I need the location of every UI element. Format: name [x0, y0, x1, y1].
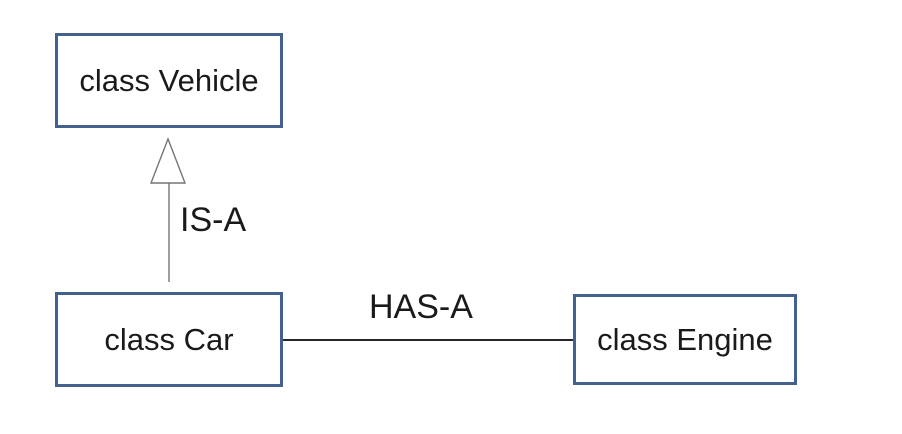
- class-node-car-label: class Car: [104, 322, 234, 357]
- class-node-engine: class Engine: [573, 294, 797, 385]
- edge-label-has-a: HAS-A: [369, 288, 473, 326]
- class-node-car: class Car: [55, 292, 283, 387]
- class-node-vehicle: class Vehicle: [55, 33, 283, 128]
- edge-label-is-a: IS-A: [180, 201, 247, 239]
- class-node-vehicle-label: class Vehicle: [79, 63, 259, 98]
- class-node-engine-label: class Engine: [597, 322, 773, 357]
- inheritance-arrowhead-icon: [149, 137, 187, 184]
